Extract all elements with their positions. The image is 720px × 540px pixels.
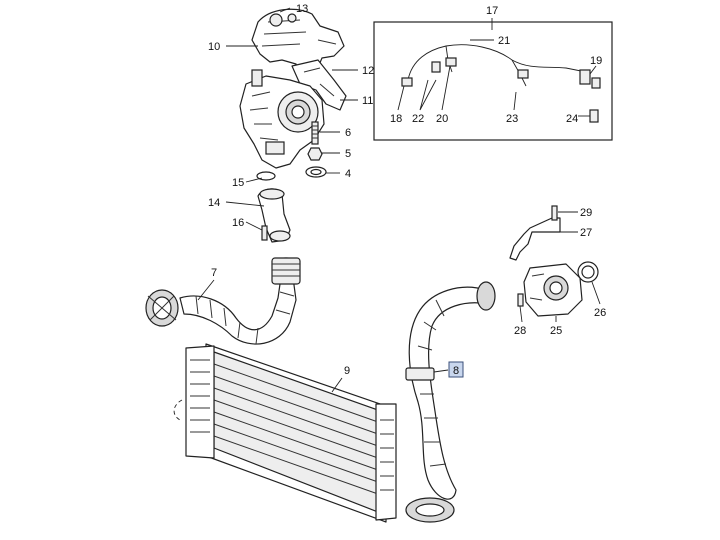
bolt-29 xyxy=(551,205,558,221)
callout-9: 9 xyxy=(344,365,350,377)
hose-8-lower-end xyxy=(405,497,455,523)
bracket-27 xyxy=(509,217,561,261)
callout-25: 25 xyxy=(550,325,562,337)
callout-16: 16 xyxy=(232,217,244,229)
callout-29: 29 xyxy=(580,207,592,219)
callout-10: 10 xyxy=(208,41,220,53)
callout-19: 19 xyxy=(590,55,602,67)
turbocharger xyxy=(239,69,325,169)
connector-dash-left xyxy=(173,399,183,421)
callout-26: 26 xyxy=(594,307,606,319)
leader-lines xyxy=(197,7,601,393)
callout-6: 6 xyxy=(345,127,351,139)
turbo-outlet-pipe xyxy=(257,188,291,243)
hose-7-clamp-end xyxy=(145,289,179,327)
intercooler-9 xyxy=(185,343,397,523)
charge-air-hose-8 xyxy=(405,281,496,500)
inset-frame xyxy=(373,21,613,141)
turbo-heat-shield xyxy=(251,8,345,77)
wiring-harness xyxy=(401,44,601,123)
callout-5: 5 xyxy=(345,148,351,160)
callout-23: 23 xyxy=(506,113,518,125)
callout-27: 27 xyxy=(580,227,592,239)
callout-8: 8 xyxy=(453,365,459,377)
callout-17: 17 xyxy=(486,5,498,17)
callout-28: 28 xyxy=(514,325,526,337)
callout-24: 24 xyxy=(566,113,578,125)
callout-14: 14 xyxy=(208,197,220,209)
gasket-4 xyxy=(305,166,327,178)
callout-13: 13 xyxy=(296,3,308,15)
callout-20: 20 xyxy=(436,113,448,125)
callout-18: 18 xyxy=(390,113,402,125)
bolt-16 xyxy=(261,225,268,241)
callout-4: 4 xyxy=(345,168,351,180)
callout-8-highlight: 8 xyxy=(448,361,464,378)
bolt-28 xyxy=(517,293,524,307)
callout-11: 11 xyxy=(362,95,373,107)
seal-26 xyxy=(577,261,599,283)
stud-6 xyxy=(311,121,319,145)
callout-15: 15 xyxy=(232,177,244,189)
nut-5 xyxy=(307,147,323,161)
callout-21: 21 xyxy=(498,35,510,47)
callout-12: 12 xyxy=(362,65,374,77)
callout-22: 22 xyxy=(412,113,424,125)
throttle-body-25 xyxy=(523,263,583,317)
callout-7: 7 xyxy=(211,267,217,279)
charge-air-hose-7 xyxy=(179,257,301,345)
